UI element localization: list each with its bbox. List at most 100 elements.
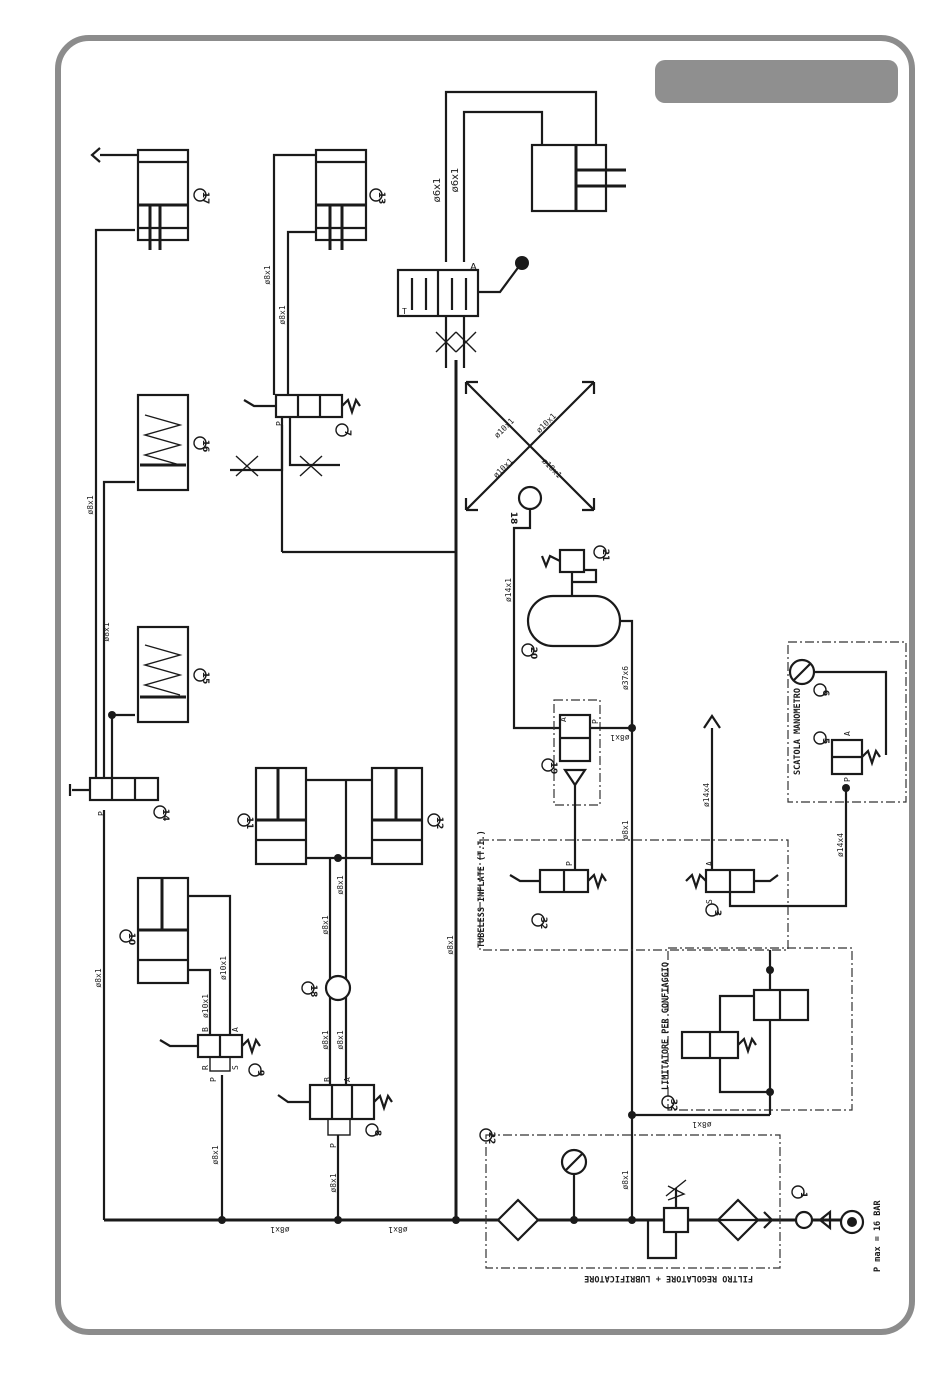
label-c9: 9 [255, 1070, 265, 1076]
pipe-label-8x1-n: ø8x1 [336, 1030, 345, 1049]
port-b-9: B [201, 1027, 210, 1032]
cylinder-16 [136, 393, 207, 492]
port-r-9: R [201, 1065, 210, 1070]
port-p-19: P [591, 719, 600, 724]
valve-8 [277, 1083, 393, 1137]
pipe-label-8x1-o: ø8x1 [270, 1225, 289, 1234]
pipe-label-6x1-a: ø6x1 [432, 178, 443, 203]
component-numbers: 17 13 16 15 14 10 9 11 12 18 8 7 18 21 2… [126, 192, 830, 1198]
label-c18b: 18 [508, 512, 518, 525]
label-c6: 6 [820, 690, 830, 696]
pipe-label-14x1: ø14x1 [504, 578, 513, 602]
port-labels: A T P P P R S B A P B A P A P A S P A [97, 262, 852, 1148]
label-c20: 20 [528, 647, 538, 660]
port-p-9: P [209, 1077, 218, 1082]
label-c15: 15 [200, 672, 210, 685]
tank-20 [521, 545, 634, 728]
group-captions: TUBELESS INFLATE (T.I.) LIMITATORE PER G… [477, 688, 883, 1283]
label-c3: 3 [712, 910, 722, 916]
caption-tubeless: TUBELESS INFLATE (T.I.) [477, 830, 487, 948]
limiter-group [661, 947, 853, 1115]
port-t-hand-valve: T [402, 307, 407, 316]
pipe-label-8x1-a: ø8x1 [263, 265, 272, 284]
label-c18a: 18 [308, 985, 318, 998]
valve-19 [541, 699, 632, 870]
valve-9 [159, 1033, 262, 1077]
pipe-label-8x1-l: ø8x1 [321, 915, 330, 934]
pipe-label-8x1-h: ø8x1 [446, 935, 455, 954]
label-c14: 14 [160, 809, 170, 822]
valve-7 [230, 393, 361, 477]
page-frame [55, 35, 915, 1335]
pipe-label-14x4-a: ø14x4 [702, 783, 711, 807]
port-b-8: B [323, 1077, 332, 1082]
pipe-label-10x1-e: ø10x1 [492, 456, 516, 480]
port-a-8: A [343, 1077, 352, 1082]
pipe-label-8x1-q: ø8x1 [610, 733, 629, 742]
pipe-label-10x1-b: ø10x1 [201, 994, 210, 1018]
pipe-label-8x1-p: ø8x1 [388, 1225, 407, 1234]
label-c16: 16 [200, 440, 210, 453]
port-a-5: A [843, 731, 852, 736]
pipe-label-8x1-i: ø8x1 [621, 820, 630, 839]
cylinder-12 [370, 766, 441, 866]
pipe-label-8x1-f: ø8x1 [211, 1145, 220, 1164]
pipe-labels: ø6x1 ø6x1 ø8x1 ø8x1 ø8x1 ø8x1 ø8x1 ø8x1 … [86, 168, 845, 1234]
label-c19: 19 [548, 762, 558, 775]
port-s-3: S [705, 899, 714, 904]
pipe-label-8x1-r: ø8x1 [692, 1120, 711, 1129]
cylinder-17 [90, 147, 207, 250]
pipe-label-8x1-d: ø8x1 [102, 622, 111, 641]
label-c32a: 32 [538, 917, 548, 930]
header-tab [655, 60, 898, 103]
label-c22: 22 [486, 1132, 496, 1145]
port-s-9: S [231, 1065, 240, 1070]
label-c8: 8 [372, 1130, 382, 1136]
cylinder-10 [119, 876, 232, 1035]
port-p-5: P [843, 777, 852, 782]
label-c17: 17 [200, 192, 210, 205]
pipe-label-37x6: ø37x6 [621, 666, 630, 690]
cylinder-13 [272, 148, 383, 395]
port-a-19: A [559, 717, 568, 722]
filter-regulator-lubricator [479, 1128, 865, 1269]
caption-limiter: LIMITATORE PER GONFIAGGIO [661, 962, 671, 1090]
port-a-3: A [705, 861, 714, 866]
port-p-32: P [565, 861, 574, 866]
pipe-label-8x1-j: ø8x1 [621, 1170, 630, 1189]
port-p-7: P [275, 421, 284, 426]
pipe-label-8x1-k: ø8x1 [336, 875, 345, 894]
caption-gauge-box: SCATOLA MANOMETRO [793, 688, 803, 775]
label-c10: 10 [126, 933, 136, 946]
cylinder-11 [237, 766, 308, 866]
port-p-8: P [329, 1143, 338, 1148]
pipe-label-6x1-b: ø6x1 [450, 168, 461, 193]
valve-14 [68, 776, 167, 819]
cylinders-11-12-lines [301, 778, 372, 1085]
pipe-label-14x4-b: ø14x4 [836, 833, 845, 857]
caption-pmax: P max = 16 BAR [873, 1199, 883, 1272]
pipe-label-10x1-f: ø10x1 [540, 457, 564, 481]
label-c12: 12 [434, 817, 444, 830]
tubeless-group [479, 714, 848, 951]
pipe-label-8x1-b: ø8x1 [278, 305, 287, 324]
pipe-label-10x1-d: ø10x1 [535, 411, 559, 435]
label-c13: 13 [376, 192, 386, 205]
label-c5: 5 [820, 738, 830, 744]
caption-filter: FILTRO REGOLATORE + LUBRIFICATORE [584, 1273, 753, 1283]
x-distributor [464, 380, 596, 730]
top-cylinder [444, 90, 626, 262]
label-c11: 11 [244, 817, 254, 830]
port-p-14: P [97, 811, 106, 816]
pipe-label-8x1-g: ø8x1 [329, 1173, 338, 1192]
port-a-9: A [231, 1027, 240, 1032]
gauge-box [787, 641, 907, 803]
cylinder-15 [136, 625, 207, 724]
label-c21: 21 [600, 549, 610, 562]
pipe-label-8x1-m: ø8x1 [321, 1030, 330, 1049]
label-c1: 1 [798, 1192, 808, 1198]
main-supply-lines [94, 228, 860, 1222]
port-a-hand-valve: A [470, 262, 477, 273]
pipe-label-8x1-c: ø8x1 [86, 495, 95, 514]
